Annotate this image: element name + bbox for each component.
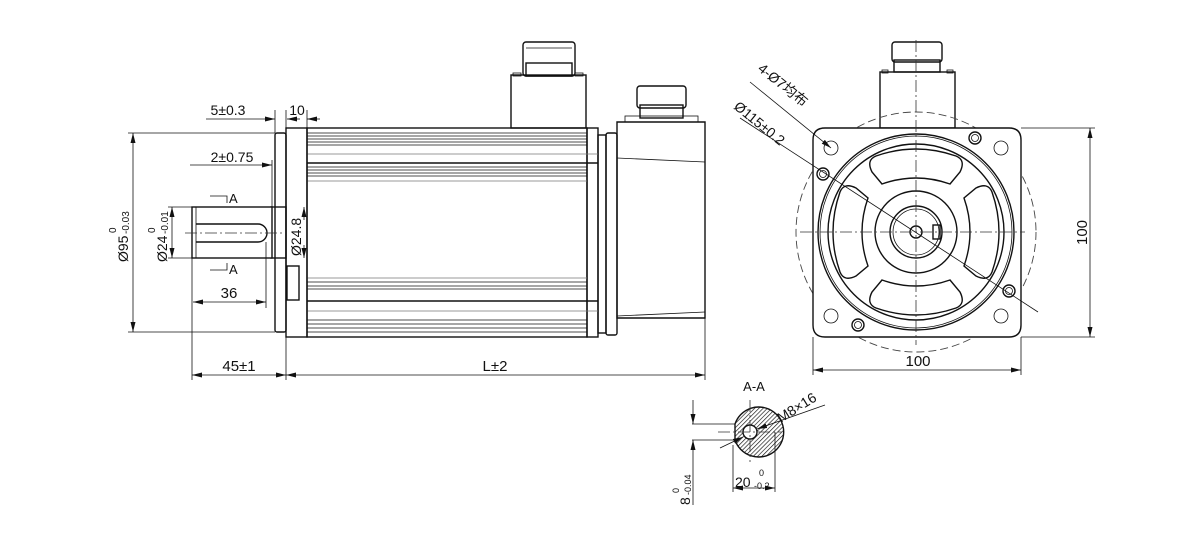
pcd-leader: [739, 117, 1039, 313]
section-a-a: A-A M8×16 8 0 -0.04 20 0 -0.2: [671, 379, 826, 505]
dim-flange-dia-tol-upper: 0: [108, 227, 119, 233]
encoder-connector: [616, 85, 706, 319]
dim-width-tol-lower: -0.2: [754, 481, 770, 491]
dim-flange-dia-label: Ø95: [115, 235, 131, 262]
dim-flange-gap: 5±0.3: [206, 102, 300, 133]
square-flange: [812, 127, 1022, 338]
dim-key-length: 36: [193, 242, 267, 308]
dim-shoulder-dia-label: Ø24.8: [288, 218, 304, 256]
dim-key-length-label: 36: [221, 285, 238, 302]
dim-width: 100: [812, 337, 1022, 375]
dim-flange-dia-tol-lower: -0.03: [121, 211, 132, 234]
dim-spigot-label: 2±0.75: [211, 149, 254, 165]
section-marks: A A: [210, 191, 238, 277]
flange-label-plate: [286, 265, 300, 301]
section-title: A-A: [743, 379, 765, 394]
dim-width-label: 100: [905, 353, 930, 370]
dim-flange-thickness-label: 10: [289, 102, 305, 118]
rear-end-cap: [586, 127, 599, 338]
dim-body-length-label: L±2: [483, 358, 508, 375]
shaft: [185, 206, 287, 259]
pcd-note: Ø115±0.2: [731, 98, 788, 149]
spokes-windows: [832, 148, 1000, 316]
flange-spigot: [274, 132, 287, 333]
dim-key-tol-lower: -0.04: [683, 474, 693, 495]
dim-spigot: 2±0.75: [190, 149, 273, 207]
thread-note: M8×16: [774, 389, 819, 426]
rear-plate: [605, 132, 618, 336]
section-mark-bottom: A: [229, 262, 238, 277]
dim-shaft-length-label: 45±1: [222, 358, 255, 375]
power-connector: [510, 41, 587, 129]
dim-key-label: 8: [677, 497, 693, 505]
dim-height: 100: [1021, 127, 1095, 338]
hole-leader: [749, 81, 832, 149]
dim-flange-diameter: Ø95 0 -0.03: [108, 132, 275, 333]
dim-flange-thickness: 10: [285, 102, 320, 128]
dim-height-label: 100: [1074, 220, 1091, 245]
mounting-holes: [823, 140, 1009, 324]
side-view: 5±0.3 10 2±0.75 Ø95 0 -0.03: [108, 41, 706, 380]
motor-body: [306, 127, 598, 338]
dim-width-label: 20: [735, 474, 751, 490]
dim-key-tol-upper: 0: [671, 488, 681, 493]
dim-width-tol-upper: 0: [759, 468, 764, 478]
dim-shaft-dia-tol-upper: 0: [147, 227, 158, 233]
dim-flange-gap-label: 5±0.3: [211, 102, 246, 118]
dim-lengths: 45±1 L±2: [191, 258, 706, 380]
hole-note: 4-Ø7均布: [755, 60, 811, 110]
dim-shoulder-diameter: Ø24.8: [288, 207, 307, 258]
dim-shaft-dia-label: Ø24: [154, 235, 170, 262]
end-view: 4-Ø7均布 Ø115±0.2 100 100: [731, 40, 1095, 375]
dim-shaft-dia-tol-lower: -0.01: [160, 211, 171, 234]
rear-plate: [597, 134, 607, 334]
section-mark-top: A: [229, 191, 238, 206]
dim-shaft-diameter: Ø24 0 -0.01: [147, 206, 192, 262]
